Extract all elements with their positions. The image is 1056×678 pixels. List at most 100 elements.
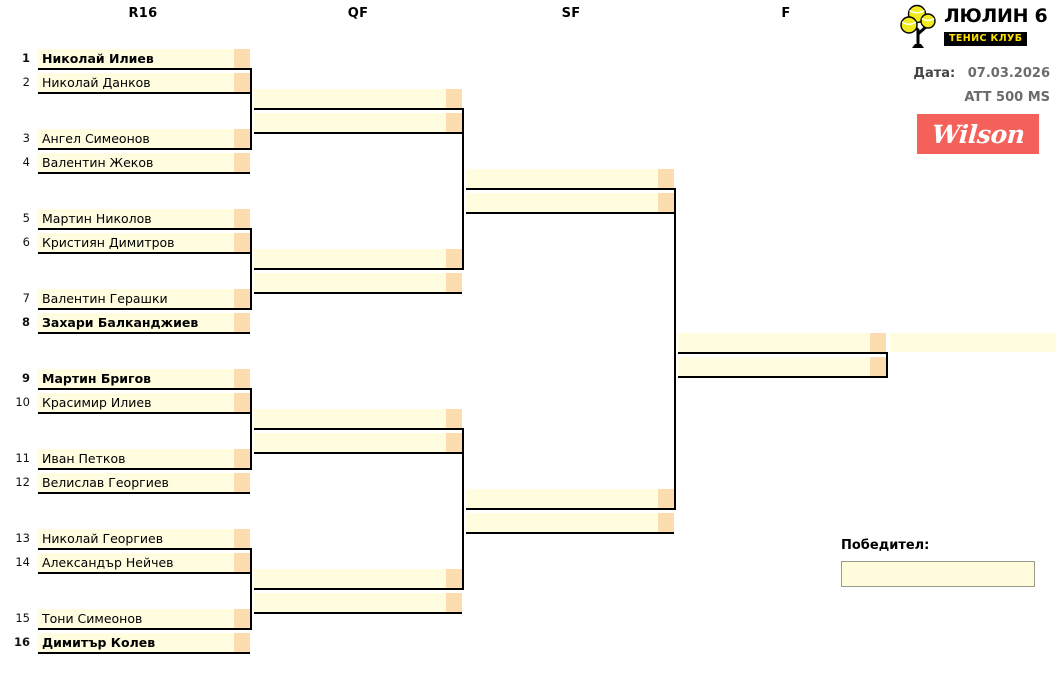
score-cell[interactable] bbox=[446, 433, 462, 452]
score-cell[interactable] bbox=[234, 209, 250, 228]
bracket-line-horizontal bbox=[254, 132, 462, 134]
champion-slot[interactable] bbox=[890, 333, 1056, 352]
slot-fill bbox=[466, 193, 658, 212]
player-name-slot[interactable]: Велислав Георгиев bbox=[38, 473, 250, 492]
bracket-line-horizontal bbox=[38, 172, 250, 174]
player-name-slot[interactable]: Николай Данков bbox=[38, 73, 250, 92]
sf-slot[interactable] bbox=[466, 489, 674, 508]
score-cell[interactable] bbox=[234, 633, 250, 652]
player-name: Александър Нейчев bbox=[42, 555, 174, 570]
score-cell[interactable] bbox=[234, 129, 250, 148]
score-cell[interactable] bbox=[658, 489, 674, 508]
r16-player-row[interactable]: 16 Димитър Колев bbox=[0, 633, 250, 652]
player-name-slot[interactable]: Красимир Илиев bbox=[38, 393, 250, 412]
player-name-slot[interactable]: Мартин Бригов bbox=[38, 369, 250, 388]
sf-slot[interactable] bbox=[466, 193, 674, 212]
player-name-slot[interactable]: Иван Петков bbox=[38, 449, 250, 468]
bracket-line-horizontal bbox=[466, 532, 674, 534]
qf-slot[interactable] bbox=[254, 409, 462, 428]
score-cell[interactable] bbox=[234, 529, 250, 548]
score-cell[interactable] bbox=[658, 169, 674, 188]
player-seed: 16 bbox=[13, 635, 30, 649]
score-cell[interactable] bbox=[234, 73, 250, 92]
score-cell[interactable] bbox=[234, 289, 250, 308]
score-cell[interactable] bbox=[234, 49, 250, 68]
slot-fill bbox=[466, 513, 658, 532]
player-seed: 4 bbox=[22, 155, 30, 169]
slot-fill bbox=[38, 289, 234, 308]
player-name-slot[interactable]: Ангел Симеонов bbox=[38, 129, 250, 148]
bracket-line-horizontal bbox=[38, 228, 250, 230]
player-seed: 13 bbox=[15, 531, 30, 545]
qf-slot[interactable] bbox=[254, 113, 462, 132]
score-cell[interactable] bbox=[870, 357, 886, 376]
winner-input-box[interactable] bbox=[841, 561, 1035, 587]
player-name-slot[interactable]: Николай Илиев bbox=[38, 49, 250, 68]
score-cell[interactable] bbox=[870, 333, 886, 352]
score-cell[interactable] bbox=[446, 593, 462, 612]
qf-slot[interactable] bbox=[254, 433, 462, 452]
score-cell[interactable] bbox=[658, 513, 674, 532]
bracket-line-horizontal bbox=[38, 628, 250, 630]
player-name-slot[interactable]: Валентин Жеков bbox=[38, 153, 250, 172]
player-name-slot[interactable]: Николай Георгиев bbox=[38, 529, 250, 548]
score-cell[interactable] bbox=[446, 569, 462, 588]
player-name: Ангел Симеонов bbox=[42, 131, 150, 146]
r16-player-row[interactable]: 4 Валентин Жеков bbox=[0, 153, 250, 172]
score-cell[interactable] bbox=[234, 449, 250, 468]
final-slot[interactable] bbox=[678, 357, 886, 376]
bracket-line-horizontal bbox=[38, 148, 250, 150]
player-name-slot[interactable]: Кристиян Димитров bbox=[38, 233, 250, 252]
final-slot[interactable] bbox=[678, 333, 886, 352]
slot-fill bbox=[38, 393, 234, 412]
player-name-slot[interactable]: Захари Балканджиев bbox=[38, 313, 250, 332]
qf-slot[interactable] bbox=[254, 249, 462, 268]
score-cell[interactable] bbox=[446, 249, 462, 268]
bracket-line-horizontal bbox=[38, 548, 250, 550]
score-cell[interactable] bbox=[446, 89, 462, 108]
score-cell[interactable] bbox=[446, 113, 462, 132]
score-cell[interactable] bbox=[234, 553, 250, 572]
qf-slot[interactable] bbox=[254, 593, 462, 612]
slot-fill bbox=[254, 593, 446, 612]
r16-player-row[interactable]: 13 Николай Георгиев bbox=[0, 529, 250, 548]
round-header-r16: R16 bbox=[128, 6, 158, 21]
sf-slot[interactable] bbox=[466, 169, 674, 188]
sf-slot[interactable] bbox=[466, 513, 674, 532]
score-cell[interactable] bbox=[446, 409, 462, 428]
player-name-slot[interactable]: Валентин Герашки bbox=[38, 289, 250, 308]
player-name-slot[interactable]: Димитър Колев bbox=[38, 633, 250, 652]
player-name-slot[interactable]: Мартин Николов bbox=[38, 209, 250, 228]
score-cell[interactable] bbox=[234, 393, 250, 412]
slot-fill bbox=[38, 369, 234, 388]
score-cell[interactable] bbox=[234, 233, 250, 252]
champion-strip bbox=[890, 333, 1056, 352]
qf-slot[interactable] bbox=[254, 89, 462, 108]
player-name: Николай Илиев bbox=[42, 51, 154, 66]
qf-slot[interactable] bbox=[254, 273, 462, 292]
qf-slot[interactable] bbox=[254, 569, 462, 588]
score-cell[interactable] bbox=[658, 193, 674, 212]
player-name-slot[interactable]: Тони Симеонов bbox=[38, 609, 250, 628]
score-cell[interactable] bbox=[234, 473, 250, 492]
score-cell[interactable] bbox=[234, 609, 250, 628]
score-cell[interactable] bbox=[446, 273, 462, 292]
score-cell[interactable] bbox=[234, 313, 250, 332]
player-name: Валентин Жеков bbox=[42, 155, 154, 170]
player-name-slot[interactable]: Александър Нейчев bbox=[38, 553, 250, 572]
score-cell[interactable] bbox=[234, 153, 250, 172]
score-cell[interactable] bbox=[234, 369, 250, 388]
